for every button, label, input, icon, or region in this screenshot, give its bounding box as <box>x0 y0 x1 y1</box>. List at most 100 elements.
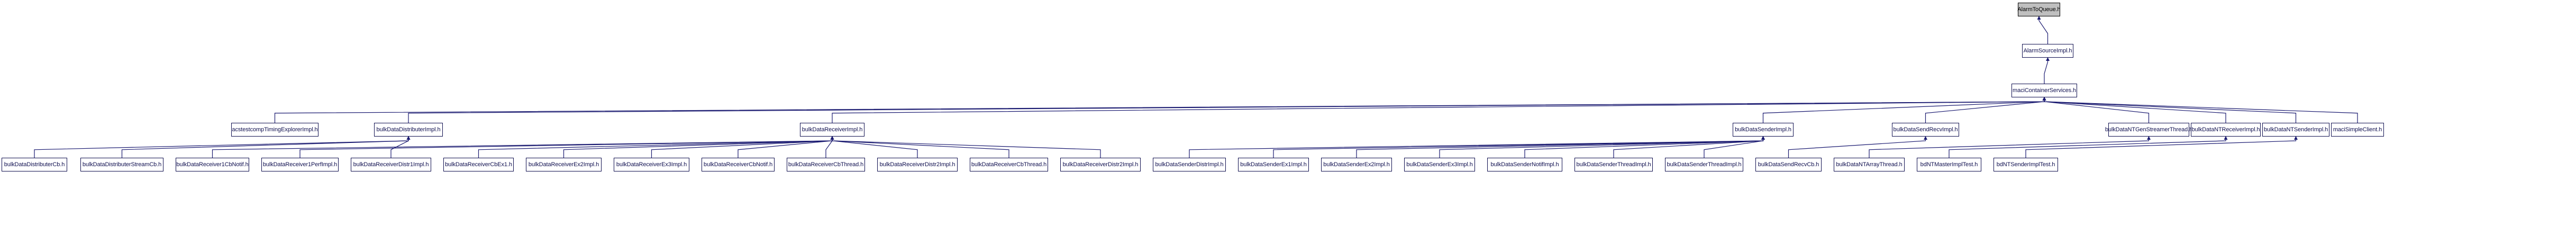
graph-edge <box>2025 136 2298 158</box>
graph-node[interactable]: bulkDataReceiverDistr1Impl.h <box>351 158 431 171</box>
graph-node[interactable]: bdNTMasterImplTest.h <box>1917 158 1981 171</box>
graph-edge <box>1925 97 2046 123</box>
graph-node[interactable]: bulkDataDistributerStreamCb.h <box>80 158 163 171</box>
graph-node[interactable]: bulkDataReceiverCbThread.h <box>787 158 865 171</box>
graph-node[interactable]: bulkDataSenderThreadImpl.h <box>1574 158 1653 171</box>
graph-node[interactable]: bulkDataReceiverCbNotif.h <box>702 158 775 171</box>
graph-edge <box>2044 57 2050 84</box>
graph-node[interactable]: bulkDataNTArrayThread.h <box>1834 158 1905 171</box>
graph-node[interactable]: bulkDataDistributerCb.h <box>2 158 67 171</box>
graph-node[interactable]: bdNTSenderImplTest.h <box>1994 158 2058 171</box>
graph-edge <box>830 136 1009 158</box>
graph-edge <box>651 136 834 158</box>
graph-node-label: bulkDataSenderDistrImpl.h <box>1155 161 1224 168</box>
graph-node[interactable]: AlarmSourceImpl.h <box>2022 44 2073 58</box>
graph-edge <box>1613 136 1765 158</box>
graph-node-label: bulkDataSenderEx3Impl.h <box>1406 161 1473 168</box>
graph-node-label: bulkDataReceiverCbEx1.h <box>445 161 512 168</box>
graph-node-label: bulkDataReceiver1CbNotif.h <box>176 161 249 168</box>
graph-node-label: AlarmToQueue.h <box>2017 6 2061 13</box>
graph-edge <box>212 136 834 158</box>
graph-node[interactable]: bulkDataReceiverEx2Impl.h <box>526 158 602 171</box>
graph-node-label: bulkDataReceiverCbThread.h <box>788 161 864 168</box>
graph-edge <box>2037 16 2049 44</box>
graph-edge <box>1189 136 1765 158</box>
graph-edge <box>2042 97 2226 123</box>
graph-node-label: maciContainerServices.h <box>2013 87 2076 94</box>
graph-node[interactable]: bulkDataSenderThreadImpl.h <box>1665 158 1743 171</box>
graph-node-label: bulkDataReceiverDistr2Impl.h <box>879 161 955 168</box>
graph-node-label: bulkDataSenderThreadImpl.h <box>1576 161 1651 168</box>
graph-node[interactable]: bulkDataNTSenderImpl.h <box>2262 123 2329 137</box>
graph-edge <box>1273 136 1765 158</box>
graph-edge <box>34 136 411 158</box>
graph-edge <box>1524 136 1765 158</box>
graph-node-label: bulkDataNTSenderImpl.h <box>2263 126 2328 133</box>
graph-edge <box>390 136 411 158</box>
graph-node[interactable]: bulkDataNTReceiverImpl.h <box>2191 123 2261 137</box>
graph-node-label: bulkDataSenderImpl.h <box>1735 126 1791 133</box>
graph-edge <box>1762 97 2046 123</box>
graph-edge <box>830 136 918 158</box>
graph-node[interactable]: bulkDataSenderEx1Impl.h <box>1238 158 1309 171</box>
graph-node-label: bulkDataNTReceiverImpl.h <box>2191 126 2260 133</box>
graph-edge <box>738 136 834 158</box>
graph-node[interactable]: bulkDataSenderNotifImpl.h <box>1487 158 1562 171</box>
graph-node[interactable]: bulkDataReceiver1CbNotif.h <box>176 158 249 171</box>
graph-node[interactable]: bulkDataReceiverDistr2Impl.h <box>877 158 958 171</box>
graph-node[interactable]: acstestcompTimingExplorerImpl.h <box>231 123 318 137</box>
graph-edge <box>1788 136 1927 158</box>
graph-node[interactable]: bulkDataSenderImpl.h <box>1733 123 1794 137</box>
graph-node-label: bulkDataDistributerImpl.h <box>376 126 441 133</box>
graph-edge <box>2042 97 2297 123</box>
graph-node-label: acstestcompTimingExplorerImpl.h <box>232 126 318 133</box>
graph-edge <box>832 97 2046 123</box>
graph-node[interactable]: bulkDataSendRecvImpl.h <box>1892 123 1959 137</box>
graph-node[interactable]: bulkDataDistributerImpl.h <box>374 123 443 137</box>
graph-node-label: bulkDataSenderEx1Impl.h <box>1240 161 1307 168</box>
graph-node-label: bulkDataReceiverDistr2Impl.h <box>1062 161 1139 168</box>
graph-node[interactable]: AlarmToQueue.h <box>2017 3 2061 16</box>
graph-node-label: bulkDataSendRecvImpl.h <box>1893 126 1958 133</box>
graph-node[interactable]: bulkDataReceiverCbThread.h <box>970 158 1048 171</box>
graph-node-label: bulkDataReceiverCbThread.h <box>971 161 1047 168</box>
graph-edge <box>563 136 834 158</box>
graph-node-label: bulkDataReceiverImpl.h <box>802 126 863 133</box>
graph-node[interactable]: maciSimpleClient.h <box>2331 123 2384 137</box>
graph-node[interactable]: bulkDataReceiverEx3Impl.h <box>614 158 689 171</box>
graph-node-label: bdNTMasterImplTest.h <box>1920 161 1978 168</box>
graph-node[interactable]: bulkDataSenderEx2Impl.h <box>1321 158 1392 171</box>
graph-edge <box>1869 136 2151 158</box>
graph-edge <box>1439 136 1765 158</box>
graph-node[interactable]: bulkDataSenderEx3Impl.h <box>1404 158 1475 171</box>
graph-node[interactable]: bulkDataReceiver1PerfImpl.h <box>261 158 339 171</box>
graph-node-label: bulkDataReceiver1PerfImpl.h <box>262 161 338 168</box>
graph-node[interactable]: bulkDataReceiverCbEx1.h <box>443 158 514 171</box>
graph-edge <box>408 97 2046 123</box>
graph-node[interactable]: bulkDataReceiverImpl.h <box>800 123 864 137</box>
graph-node-label: bulkDataDistributerStreamCb.h <box>82 161 162 168</box>
graph-edge <box>478 136 834 158</box>
graph-edge <box>1704 136 1765 158</box>
graph-node-label: bulkDataReceiverEx3Impl.h <box>616 161 687 168</box>
graph-node[interactable]: maciContainerServices.h <box>2011 84 2077 97</box>
graph-edge <box>1356 136 1765 158</box>
graph-edge <box>121 136 411 158</box>
graph-node-label: bulkDataDistributerCb.h <box>4 161 65 168</box>
graph-node-label: bulkDataNTGenStreamerThread.h <box>2105 126 2193 133</box>
graph-edge <box>299 136 834 158</box>
graph-edge <box>2042 97 2150 123</box>
graph-node[interactable]: bulkDataReceiverDistr2Impl.h <box>1060 158 1141 171</box>
graph-node[interactable]: bulkDataSenderDistrImpl.h <box>1153 158 1226 171</box>
graph-node-label: bulkDataSenderEx2Impl.h <box>1323 161 1390 168</box>
graph-node[interactable]: bulkDataSendRecvCb.h <box>1755 158 1822 171</box>
graph-node-label: bulkDataSenderNotifImpl.h <box>1490 161 1559 168</box>
graph-node-label: bulkDataReceiverCbNotif.h <box>703 161 773 168</box>
graph-edge <box>274 97 2046 123</box>
graph-node-label: AlarmSourceImpl.h <box>2023 47 2072 54</box>
graph-node[interactable]: bulkDataNTGenStreamerThread.h <box>2105 123 2192 137</box>
graph-edge <box>1949 136 2228 158</box>
graph-node-label: bulkDataReceiverDistr1Impl.h <box>353 161 429 168</box>
